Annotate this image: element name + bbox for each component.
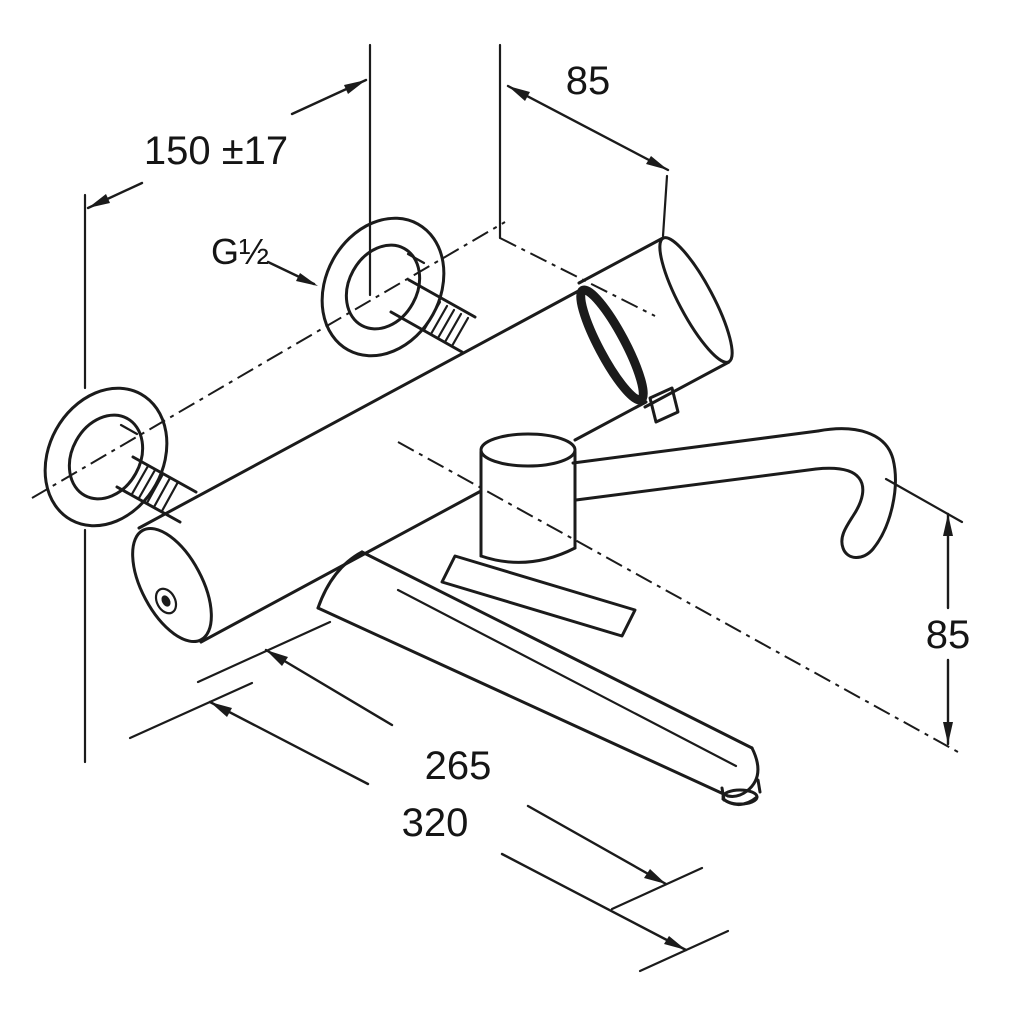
spout-root-curve (316, 550, 364, 610)
extension-line (638, 929, 730, 973)
wall-flange-lower (43, 386, 198, 528)
aerator-bottom (721, 795, 759, 806)
dimension-label-lever-drop: 85 (926, 613, 971, 657)
cylinder-top (479, 432, 577, 468)
spout-bottom-edge (316, 606, 730, 798)
extension-line (661, 174, 669, 238)
extension-line (610, 866, 704, 911)
dimension-reach-aerator: 265 (264, 648, 668, 886)
dimension-line (208, 700, 370, 786)
thermostat-cap (576, 236, 734, 424)
cylinder-bottom (479, 546, 577, 564)
cap-bottom-edge (643, 360, 731, 409)
lever-handle (571, 427, 897, 559)
spout-top-edge (360, 550, 754, 750)
dimension-label-wall-depth: 85 (566, 59, 611, 103)
extension-lines (128, 43, 964, 973)
arrowhead-icon (296, 273, 318, 286)
arrowhead-icon (88, 194, 110, 208)
screw-slot (406, 252, 426, 265)
body-end-face (131, 526, 213, 644)
lever-bottom-edge (574, 467, 818, 502)
faucet (43, 216, 897, 806)
dimension-reach-overall: 320 (208, 700, 688, 952)
cap-axis-center-line (499, 237, 656, 317)
knurl-line (436, 308, 456, 340)
knurl-line (130, 464, 150, 496)
flange-inner-rim (344, 243, 422, 331)
dimension-lever-drop: 85 (926, 512, 971, 746)
end-face-hole (154, 587, 178, 615)
spout (316, 550, 760, 798)
dimension-label-reach-aerator: 265 (425, 744, 492, 788)
knurl-line (429, 304, 449, 336)
end-face-hole-center (161, 595, 171, 607)
arrowhead-icon (943, 722, 953, 744)
center-lines (31, 221, 959, 753)
aerator-side (756, 778, 762, 794)
dimension-line (264, 648, 394, 727)
dimension-line (506, 84, 670, 172)
arrowhead-icon (646, 156, 668, 170)
cap-tab (648, 386, 680, 424)
flange-inner-rim (67, 413, 145, 501)
body-bottom-edge (573, 400, 648, 442)
mixer-body (131, 286, 648, 644)
cap-front-face (658, 236, 734, 364)
arrowhead-icon (210, 702, 232, 717)
inlet-neck-edge (389, 310, 464, 354)
inlet-neck-edge (131, 455, 198, 494)
thread-label: G½ (211, 231, 269, 272)
dimension-wall-depth: 85 (506, 59, 670, 172)
inlet-neck-edge (407, 278, 477, 319)
knurl-line (145, 472, 165, 505)
arrowhead-icon (644, 869, 666, 884)
arrowhead-icon (344, 80, 366, 94)
cap-top-edge (577, 236, 665, 285)
knurl-line (137, 468, 157, 500)
dimension-inlet-spacing: 150 ±17 (86, 78, 368, 210)
wall-flange-upper (320, 216, 477, 358)
spout-ridge-line (396, 588, 738, 768)
extension-line (128, 681, 254, 740)
spout-axis-center-line (397, 441, 959, 753)
knurl-line (160, 480, 180, 513)
dimension-label-reach-overall: 320 (402, 801, 469, 845)
flange-outer-rim (43, 386, 169, 528)
arrowhead-icon (943, 514, 953, 536)
arrowhead-icon (508, 86, 530, 101)
extension-line (196, 620, 332, 684)
cartridge-cylinder (479, 432, 577, 564)
extension-line (884, 477, 964, 524)
knurl-line (152, 476, 172, 509)
inlet-neck-edge (115, 485, 182, 524)
arrowhead-icon (266, 650, 288, 666)
knurl-line (450, 316, 470, 348)
screw-slot (119, 423, 139, 436)
flange-outer-rim (320, 216, 446, 358)
body-top-edge (137, 286, 586, 530)
dimension-line (526, 804, 668, 886)
cap-ring (576, 285, 648, 405)
arrowhead-icon (664, 936, 686, 950)
dimension-label-inlet-spacing: 150 ±17 (144, 129, 288, 173)
knurl-line (422, 300, 442, 332)
knurl-line (443, 312, 463, 344)
spout-base-plate (440, 554, 637, 638)
thread-callout: G½ (211, 231, 318, 286)
dimension-line (500, 852, 688, 952)
inlet-center-line (31, 221, 506, 499)
lever-hook (814, 427, 897, 559)
aerator (720, 778, 762, 806)
lever-top-edge (571, 429, 820, 465)
